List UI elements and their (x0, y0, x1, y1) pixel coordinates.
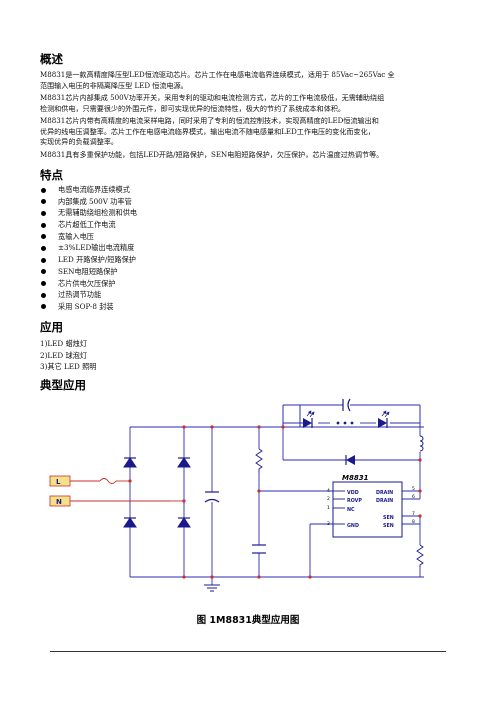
features-heading: 特点 (40, 168, 63, 182)
filter-capacitor (204, 491, 220, 503)
bullet-icon (41, 281, 46, 286)
list-item: 2)LED 球泡灯 (40, 350, 88, 360)
list-item: 内部集成 500V 功率管 (40, 196, 340, 208)
list-item: SEN电阻短路保护 (40, 266, 340, 278)
pin-number: 1 (327, 505, 330, 511)
list-item: 芯片超低工作电流 (40, 219, 340, 231)
list-item: LED 开路保护/短路保护 (40, 254, 340, 266)
chip-name: M8831 (342, 474, 369, 482)
bullet-icon (41, 234, 46, 240)
pin-number: 6 (412, 494, 415, 500)
input-terminal-n (49, 495, 71, 507)
pin-number: 3 (327, 521, 330, 527)
list-item: 过热调节功能 (40, 289, 340, 301)
applications-heading: 应用 (40, 320, 63, 334)
bullet-icon (41, 187, 46, 193)
sense-resistor (416, 544, 424, 567)
list-item: 无需辅助绕组检测和供电 (40, 207, 340, 219)
typical-application-heading: 典型应用 (40, 378, 86, 392)
bullet-icon (41, 210, 46, 216)
overview-paragraph-4: M8831具有多重保护功能，包括LED开路/短路保护，SEN电阻短路保护，欠压保… (40, 150, 384, 159)
input-label-l: L (56, 478, 61, 486)
bullet-icon (41, 245, 46, 251)
list-item: 3)其它 LED 照明 (40, 362, 97, 372)
list-item: 电感电流临界连续模式 (40, 184, 340, 196)
input-label-n: N (56, 498, 62, 506)
overview-heading: 概述 (40, 52, 63, 66)
bullet-icon (41, 269, 46, 275)
pin-number: 5 (412, 486, 415, 492)
led-diode-icon (378, 418, 387, 428)
led-diode-icon (303, 418, 312, 428)
list-item: 宽输入电压 (40, 231, 340, 243)
features-list: 电感电流临界连续模式 内部集成 500V 功率管 无需辅助绕组检测和供电 芯片超… (40, 184, 340, 313)
freewheel-diode (345, 455, 355, 465)
junction-dots (128, 425, 422, 579)
overview-paragraph-3: M8831芯片内带有高精度的电流采样电路，同时采用了专利的恒流控制技术，实现高精… (40, 116, 379, 147)
footer-divider (50, 651, 446, 652)
bullet-icon (41, 257, 46, 263)
list-item: 1)LED 蜡烛灯 (40, 339, 88, 348)
list-item: ±3%LED输出电流精度 (40, 242, 340, 254)
overview-paragraph-2: M8831芯片内部集成 500V功率开关，采用专利的驱动和电流检测方式，芯片的工… (40, 93, 385, 113)
pin-number: 7 (412, 511, 415, 517)
start-resistor (255, 448, 263, 473)
bullet-icon (41, 304, 46, 310)
input-wiring (70, 478, 184, 502)
vdd-capacitor (252, 544, 266, 554)
applications-list: 1)LED 蜡烛灯 2)LED 球泡灯 3)其它 LED 照明 (40, 338, 96, 373)
pin-name: ROVP (347, 498, 362, 504)
bridge-rectifier (123, 457, 191, 528)
ground-icon (204, 584, 220, 592)
overview-paragraph-1: M8831是一款高精度降压型LED恒流驱动芯片。芯片工作在电感电流临界连续模式，… (40, 70, 395, 90)
pin-name: SEN (383, 515, 394, 521)
pin-number: 2 (327, 496, 330, 502)
input-terminal-l (49, 475, 71, 487)
pin-name: DRAIN (376, 490, 393, 496)
bullet-icon (41, 222, 46, 228)
figure-caption: 图 1M8831典型应用图 (196, 615, 300, 626)
pin-name: NC (347, 507, 355, 513)
pin-name: DRAIN (376, 498, 393, 504)
led-string (282, 398, 421, 428)
pin-number: 4 (327, 488, 330, 494)
bullet-icon (41, 199, 46, 205)
pin-number: 8 (412, 519, 415, 525)
pin-name: VDD (347, 490, 359, 496)
inductor (419, 435, 424, 452)
list-item: 采用 SOP-8 封装 (40, 301, 340, 313)
bullet-icon (41, 292, 46, 298)
list-item: 芯片供电欠压保护 (40, 278, 340, 290)
pin-name: GND (347, 523, 359, 529)
pin-name: SEN (383, 523, 394, 529)
